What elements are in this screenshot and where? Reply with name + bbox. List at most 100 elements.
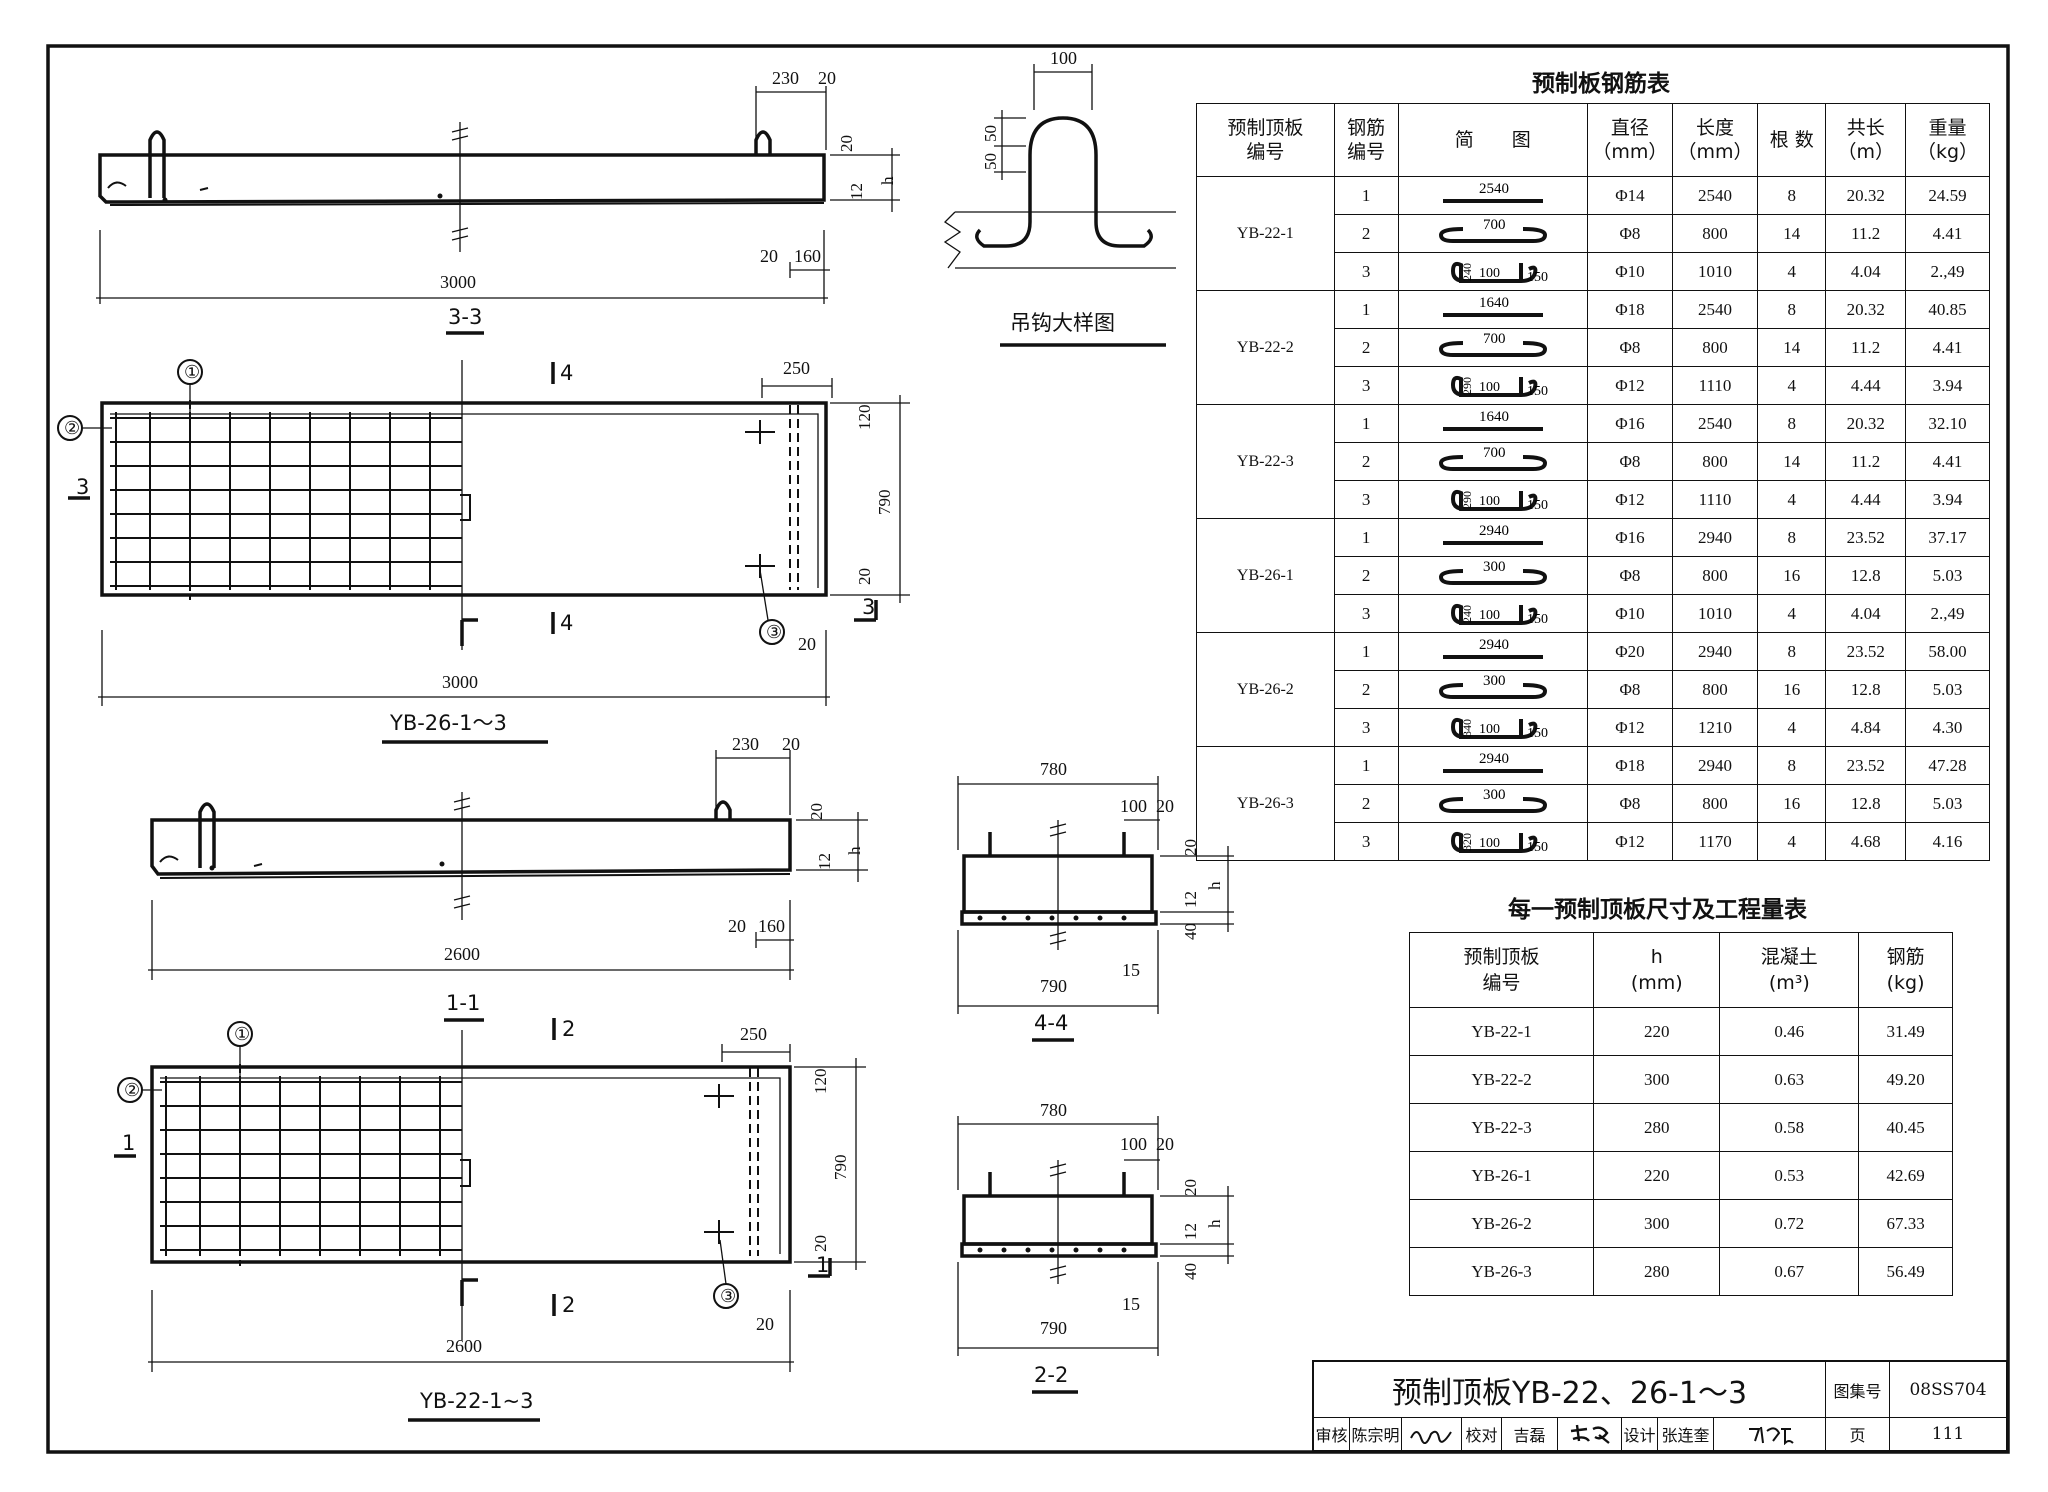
dim-20-r: 20	[855, 568, 874, 585]
dim-15-22: 15	[1122, 1294, 1140, 1314]
dim-100-hook: 100	[1050, 48, 1077, 68]
dim-15-44: 15	[1122, 960, 1140, 980]
dim-20-r2: 20	[811, 1235, 830, 1252]
rebar-shape-c-icon: 700	[1438, 331, 1547, 357]
qty-cell: 220	[1593, 1007, 1721, 1056]
rebar-shape-dim: 150	[1527, 498, 1548, 513]
rebar-diameter: Φ10	[1586, 594, 1673, 633]
rebar-length: 800	[1671, 556, 1759, 595]
rebar-shape-dim: 150	[1527, 612, 1548, 627]
rebar-weight: 2.,49	[1904, 252, 1991, 291]
rebar-shape-dim: 240	[1460, 605, 1474, 623]
rebar-shape-sketch: 2940	[1397, 746, 1588, 785]
rebar-shape-c-icon: 300	[1438, 673, 1547, 699]
sheet-frame	[46, 44, 2010, 1454]
rebar-diameter: Φ12	[1586, 480, 1673, 519]
drawing-title: 预制顶板YB-22、26-1～3	[1314, 1362, 1826, 1418]
rebar-shape-dim: 150	[1527, 726, 1548, 741]
rebar-diameter: Φ14	[1586, 176, 1673, 215]
rebar-number: 1	[1333, 176, 1399, 215]
rebar-weight: 3.94	[1904, 480, 1991, 519]
rebar-shape-c-icon: 300	[1438, 787, 1547, 813]
rebar-length: 2540	[1671, 176, 1759, 215]
qty-cell: 0.46	[1719, 1007, 1860, 1056]
dim-100-44: 100	[1120, 796, 1147, 816]
qty-cell: YB-26-1	[1408, 1151, 1595, 1200]
rebar-count: 8	[1757, 632, 1827, 671]
rebar-shape-straight-icon: 2540	[1442, 181, 1543, 203]
dim-40-44: 40	[1181, 923, 1200, 940]
callout-1: ①	[184, 362, 200, 382]
rebar-shape-sketch: 2540	[1397, 176, 1588, 215]
rebar-count: 8	[1757, 290, 1827, 329]
dim-160-b: 160	[758, 916, 785, 936]
title-hook-detail: 吊钩大样图	[1010, 311, 1115, 335]
dim-40-22: 40	[1181, 1263, 1200, 1280]
rebar-shape-dim: 150	[1527, 384, 1548, 399]
rebar-length: 1110	[1671, 366, 1759, 405]
rebar-length: 2540	[1671, 290, 1759, 329]
rebar-number: 2	[1333, 784, 1399, 823]
rebar-shape-dim: 1640	[1479, 409, 1509, 425]
title-plan-26: YB-26-1～3	[389, 711, 507, 735]
rebar-total-length: 4.04	[1825, 252, 1906, 291]
title-plan-22: YB-22-1~3	[419, 1389, 533, 1413]
dim-120: 120	[855, 405, 874, 431]
rebar-total-length: 12.8	[1825, 670, 1906, 709]
dim-120-b: 120	[811, 1069, 830, 1095]
rebar-total-length: 11.2	[1825, 328, 1906, 367]
rebar-shape-straight-icon: 2940	[1442, 637, 1543, 659]
rebar-shape-sketch: 700	[1397, 328, 1588, 367]
dim-250-b: 250	[740, 1024, 767, 1044]
rebar-diameter: Φ16	[1586, 518, 1673, 557]
dim-h-44: h	[1205, 881, 1224, 890]
rebar-diameter: Φ20	[1586, 632, 1673, 671]
rebar-shape-dim: 700	[1483, 331, 1506, 347]
dim-3000-b: 3000	[442, 672, 478, 692]
rebar-weight: 5.03	[1904, 784, 1991, 823]
dim-20-c2: 20	[756, 1314, 774, 1334]
rebar-weight: 4.41	[1904, 214, 1991, 253]
dim-20-c: 20	[798, 634, 816, 654]
atlas-label: 图集号	[1826, 1362, 1890, 1418]
rebar-shape-dim: 100	[1479, 722, 1500, 737]
plan-yb-26: 4 4 3 3 ① ② ③ 250 120 790 20 20 3000 YB-…	[57, 358, 910, 744]
rebar-shape-sketch: 700	[1397, 442, 1588, 481]
rebar-weight: 32.10	[1904, 404, 1991, 443]
section-4-4: 780 100 20 20 12 h 40 790 15 4-4	[957, 759, 1234, 1042]
rebar-col-header: 钢筋 编号	[1333, 103, 1399, 177]
rebar-diameter: Φ12	[1586, 708, 1673, 747]
rebar-total-length: 20.32	[1825, 176, 1906, 215]
qty-cell: YB-22-2	[1408, 1055, 1595, 1104]
reviewer-name: 陈宗明	[1350, 1418, 1402, 1450]
dim-780: 780	[1040, 759, 1067, 779]
qty-cell: 280	[1593, 1103, 1721, 1152]
qty-col-header: 混凝土 (m³)	[1719, 932, 1860, 1008]
rebar-diameter: Φ12	[1586, 822, 1673, 861]
rebar-total-length: 23.52	[1825, 518, 1906, 557]
rebar-diameter: Φ18	[1586, 290, 1673, 329]
rebar-count: 8	[1757, 404, 1827, 443]
rebar-diameter: Φ8	[1586, 670, 1673, 709]
rebar-shape-dim: 2940	[1479, 751, 1509, 767]
rebar-total-length: 11.2	[1825, 442, 1906, 481]
qty-cell: 49.20	[1858, 1055, 1953, 1104]
rebar-shape-c-icon: 700	[1438, 217, 1547, 243]
rebar-shape-sketch: 1640	[1397, 404, 1588, 443]
rebar-length: 2940	[1671, 518, 1759, 557]
